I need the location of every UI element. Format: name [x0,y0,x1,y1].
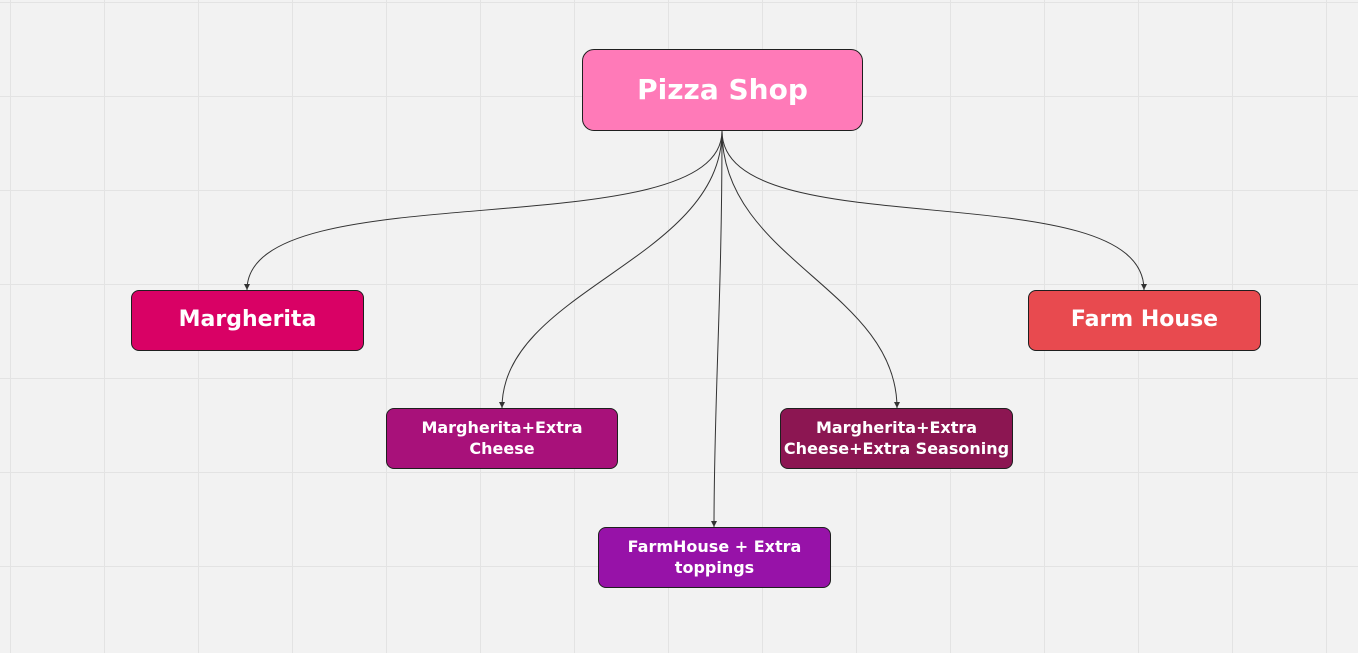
edge-pizza-shop-to-margherita-extra-cheese [499,130,723,409]
node-pizza-shop[interactable]: Pizza Shop [582,49,863,131]
node-margherita-extra-cheese-label: Margherita+Extra Cheese [421,417,583,458]
node-margherita-extra-cheese[interactable]: Margherita+Extra Cheese [386,408,618,469]
node-pizza-shop-label: Pizza Shop [637,72,808,106]
node-margherita-label: Margherita [178,307,317,333]
node-farmhouse-extra-toppings-label: FarmHouse + Extra toppings [627,536,802,577]
edge-pizza-shop-to-margherita [244,130,723,291]
node-margherita[interactable]: Margherita [131,290,364,351]
node-margherita-extra-cheese-seasoning[interactable]: Margherita+Extra Cheese+Extra Seasoning [780,408,1013,469]
node-margherita-extra-cheese-seasoning-label: Margherita+Extra Cheese+Extra Seasoning [783,417,1010,458]
edge-pizza-shop-to-farmhouse-extra-toppings [711,130,723,528]
node-farm-house[interactable]: Farm House [1028,290,1261,351]
node-farm-house-label: Farm House [1070,307,1219,333]
node-farmhouse-extra-toppings[interactable]: FarmHouse + Extra toppings [598,527,831,588]
edge-pizza-shop-to-margherita-extra-cheese-seasoning [721,130,900,409]
edge-pizza-shop-to-farm-house [721,130,1147,291]
